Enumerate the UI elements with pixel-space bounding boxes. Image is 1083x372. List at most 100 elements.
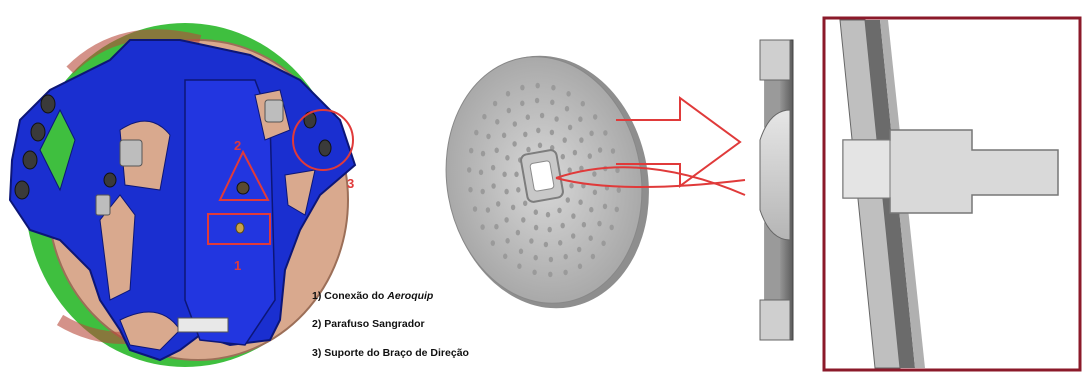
disc-hole [616,187,621,193]
disc-hole [510,204,516,211]
disc-hole [566,91,571,97]
disc-hole [543,241,549,248]
disc-hole [517,263,522,270]
disc-hole [550,99,555,106]
disc-hole [535,82,540,89]
disc-hole [480,188,485,195]
callout-circle-steering [292,109,354,171]
brake-caliper-assembly [8,23,357,367]
disc-hole [521,217,526,223]
disc-hole [518,248,524,255]
disc-hole [592,171,597,177]
caliper-window-6 [119,311,181,351]
disc-hole [504,188,509,195]
disc-hole [609,224,614,231]
disc-hole [610,148,616,154]
caliper-window-2 [119,120,171,191]
disc-hole [615,167,620,174]
disc-hole [494,223,499,230]
disc-hole [548,256,554,263]
disc-hole [491,183,496,189]
disc-hole [560,153,565,160]
disc-hole [478,169,484,176]
disc-hole [579,137,584,143]
disc-hole [525,114,530,120]
caliper-window-5 [284,169,316,216]
disc-hole [572,149,578,156]
disc-hole [614,206,619,213]
disc-hole [577,246,582,253]
disc-hole [603,130,608,136]
disc-hole [592,189,598,196]
disc-hole [480,224,485,230]
caliper-window-1 [39,108,76,192]
disc-hole [502,171,507,178]
disc-hole [496,201,501,207]
disc-hole [468,186,473,193]
disc-hole [545,211,551,218]
disc-hole [532,269,537,276]
disc-hole [565,197,570,203]
disc-hole [490,240,495,246]
callout-triangle-bleeder [218,149,270,201]
disc-hole [557,207,562,214]
disc-hole [564,105,570,112]
disc-hole [533,209,538,215]
caliper-window-3 [99,194,136,301]
aeroquip-fitting [235,222,245,234]
disc-hole [505,238,510,244]
disc-hole [588,235,593,241]
connector-arrows [555,96,746,196]
disc-hole [534,97,540,104]
disc-hole [526,146,531,153]
disc-hole [536,127,541,134]
disc-hole [504,217,509,223]
callout-box-aeroquip [207,213,271,245]
disc-hole [554,116,559,122]
disc-hole [571,213,576,219]
disc-hole [505,155,510,161]
disc-hole [578,199,583,205]
disc-hole [558,240,563,246]
disc-hole [563,253,568,260]
zoom-detail-panel [822,16,1082,372]
disc-hole [503,253,508,260]
disc-hole [579,165,584,172]
disc-hole [523,200,528,207]
disc-hole [529,238,534,244]
disc-hole [474,129,479,136]
disc-hole [567,167,572,173]
edge-bolts [14,94,332,200]
disc-hole [548,271,553,278]
disc-hole [490,164,496,171]
disc-hole [571,233,576,239]
legend-item-bleeder: 2) Parafuso Sangrador [312,318,425,330]
disc-hole [597,220,602,227]
disc-hole [539,112,545,119]
disc-hole [590,253,596,260]
disc-hole [578,116,583,122]
disc-hole [537,142,543,149]
disc-hole [472,206,478,212]
disc-hole [516,187,521,193]
disc-hole [551,84,556,91]
disc-hole [563,269,568,276]
disc-hole [512,141,517,147]
disc-hole [560,222,565,229]
callout-number-2: 2 [234,138,241,153]
disc-hole [593,114,598,120]
disc-hole [580,100,585,107]
disc-hole [494,147,499,154]
disc-hole [523,131,528,138]
disc-hole [512,121,517,127]
disc-hole [533,224,539,231]
disc-hole [492,100,498,107]
disc-hole [547,226,552,233]
disc-hole [501,132,507,139]
curved-arrow [555,166,746,196]
disc-hole [480,150,486,157]
disc-hole [597,147,603,153]
disc-hole [587,153,592,159]
callout-number-1: 1 [234,258,241,273]
